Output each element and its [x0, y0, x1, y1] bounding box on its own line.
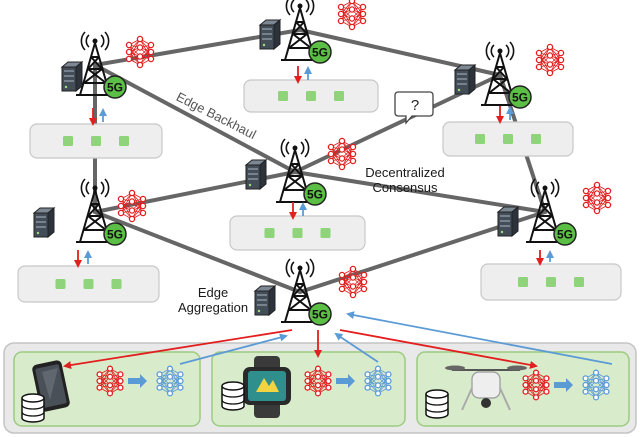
block-dot: [264, 228, 275, 238]
badge-5g: 5G: [103, 222, 127, 246]
neural-network-icon: [338, 265, 368, 299]
block-dot: [83, 279, 94, 289]
neural-network-icon: [125, 35, 155, 69]
question-bubble: ?: [394, 91, 434, 125]
server-icon: [258, 18, 282, 51]
server-icon: [32, 206, 56, 239]
svg-text:5G: 5G: [557, 228, 573, 242]
cell-tower-icon: [281, 258, 319, 323]
neural-network-icon: [364, 365, 392, 397]
decentralized-consensus-label: Decentralized Consensus: [365, 165, 445, 195]
svg-text:5G: 5G: [107, 228, 123, 242]
block-dot: [278, 91, 288, 101]
download-arrow: [179, 333, 288, 365]
ledger-block: [17, 265, 160, 303]
badge-5g: 5G: [508, 85, 532, 109]
svg-text:5G: 5G: [107, 81, 123, 95]
server-icon: [453, 63, 477, 96]
block-dot: [574, 277, 584, 287]
neural-network-icon: [582, 181, 612, 215]
block-dot: [531, 134, 541, 144]
ledger-blocks: [17, 79, 622, 303]
block-dot: [546, 277, 556, 287]
database-icon: [425, 389, 449, 419]
edge-nodes: 5G 5G 5G 5G 5G 5G 5G: [32, 0, 612, 326]
backhaul-link: [93, 210, 302, 294]
backhaul-links: [93, 28, 547, 294]
block-dot: [63, 136, 73, 146]
block-dot: [292, 228, 303, 238]
svg-text:5G: 5G: [512, 91, 528, 105]
drone-icon: [445, 365, 527, 411]
block-dot: [475, 134, 485, 144]
block-dot: [306, 91, 316, 101]
neural-network-icon: [535, 43, 565, 77]
ledger-block: [243, 79, 379, 113]
transfer-arrow: [336, 374, 355, 388]
block-dot: [91, 136, 101, 146]
database-icon: [221, 381, 245, 411]
svg-text:5G: 5G: [312, 46, 328, 60]
badge-5g: 5G: [308, 40, 332, 64]
ledger-block: [29, 123, 163, 159]
neural-network-icon: [327, 137, 357, 171]
neural-network-icon: [156, 365, 184, 397]
backhaul-link: [293, 170, 547, 214]
neural-network-icon: [522, 369, 550, 401]
neural-network-icon: [117, 189, 147, 223]
neural-network-icon: [96, 365, 124, 397]
smartwatch-icon: [243, 356, 291, 418]
update-arrows: [63, 66, 613, 370]
download-arrow: [334, 332, 379, 363]
neural-network-icon: [582, 369, 610, 401]
neural-network-icon: [304, 365, 332, 397]
edge-aggregation-label: Edge Aggregation: [177, 285, 249, 315]
badge-5g: 5G: [303, 182, 327, 206]
ledger-block: [229, 215, 366, 251]
neural-network-icon: [337, 0, 367, 31]
block-dot: [320, 228, 331, 238]
block-dot: [518, 277, 528, 287]
svg-text:5G: 5G: [312, 308, 328, 322]
server-icon: [244, 158, 268, 191]
block-dot: [55, 279, 66, 289]
backhaul-link: [93, 63, 297, 174]
block-dot: [119, 136, 129, 146]
upload-arrow: [339, 329, 538, 369]
block-dot: [334, 91, 344, 101]
database-icon: [21, 393, 45, 423]
transfer-arrow: [128, 374, 147, 388]
ledger-block: [480, 263, 622, 301]
block-dot: [111, 279, 122, 289]
download-arrow: [346, 311, 613, 365]
svg-text:5G: 5G: [307, 188, 323, 202]
badge-5g: 5G: [103, 75, 127, 99]
server-icon: [60, 60, 84, 93]
badge-5g: 5G: [553, 222, 577, 246]
server-icon: [253, 284, 277, 317]
badge-5g: 5G: [308, 302, 332, 326]
cell-tower-icon: [76, 31, 114, 96]
transfer-arrow: [554, 378, 573, 392]
question-mark: ?: [411, 97, 419, 114]
ledger-block: [442, 121, 574, 157]
block-dot: [503, 134, 513, 144]
devices: [21, 356, 610, 423]
upload-arrow: [63, 329, 293, 370]
server-icon: [496, 205, 520, 238]
